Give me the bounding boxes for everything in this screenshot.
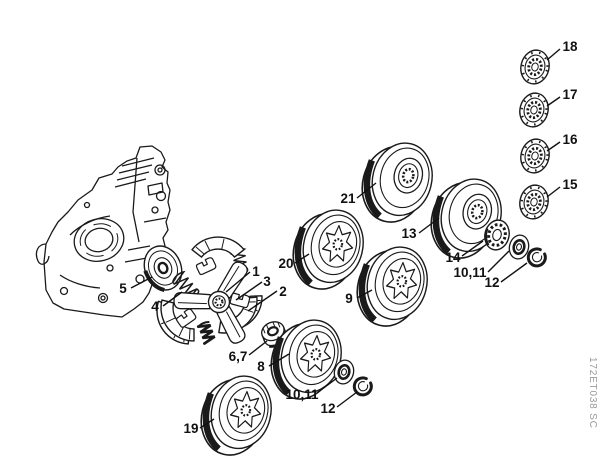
rim-sprocket-drum-part-13 [423, 171, 508, 266]
callout-21: 21 [340, 191, 356, 206]
callout-20: 20 [278, 256, 293, 271]
callout-18: 18 [562, 39, 578, 54]
clutch-lug-upper [194, 256, 218, 276]
diagram-code: 172ET038 SC [587, 357, 598, 429]
callout-19: 19 [183, 421, 198, 436]
worm-spring-dark [196, 319, 218, 345]
crankcase-housing [35, 145, 171, 318]
callout-1: 1 [252, 264, 260, 279]
callout-8: 8 [257, 359, 265, 374]
callout-10-11-lower: 10,11 [285, 387, 319, 402]
rim-sprocket-part-17 [514, 88, 554, 132]
rim-sprocket-part-16 [515, 134, 555, 178]
callout-17: 17 [562, 87, 577, 102]
callout-3: 3 [263, 274, 271, 289]
callout-13: 13 [401, 226, 417, 241]
callout-12-right: 12 [484, 275, 499, 290]
callout-6-7: 6,7 [229, 349, 248, 364]
e-clip-part-12-right [525, 246, 549, 269]
clutch-lug-part-3 [229, 291, 251, 309]
clutch-shoe-top [191, 236, 245, 258]
callout-4: 4 [151, 299, 159, 314]
callout-2: 2 [279, 284, 287, 299]
callout-10-11-right: 10,11 [453, 265, 487, 280]
rim-sprocket-part-18 [515, 45, 555, 89]
callout-14: 14 [445, 250, 461, 265]
callout-5: 5 [119, 281, 127, 296]
callout-15: 15 [562, 177, 578, 192]
leader-lines [130, 48, 561, 429]
callout-16: 16 [562, 132, 578, 147]
callout-12-lower: 12 [320, 401, 335, 416]
spur-sprocket-drum-part-19 [193, 368, 278, 463]
rim-sprocket-part-15 [514, 180, 554, 224]
diagram-artwork [35, 45, 561, 463]
rim-sprocket-drum-part-21 [354, 135, 439, 230]
callout-labels: 1 2 3 4 5 6,7 8 9 10,11 12 13 14 15 16 1… [119, 39, 578, 436]
callout-9: 9 [345, 291, 353, 306]
